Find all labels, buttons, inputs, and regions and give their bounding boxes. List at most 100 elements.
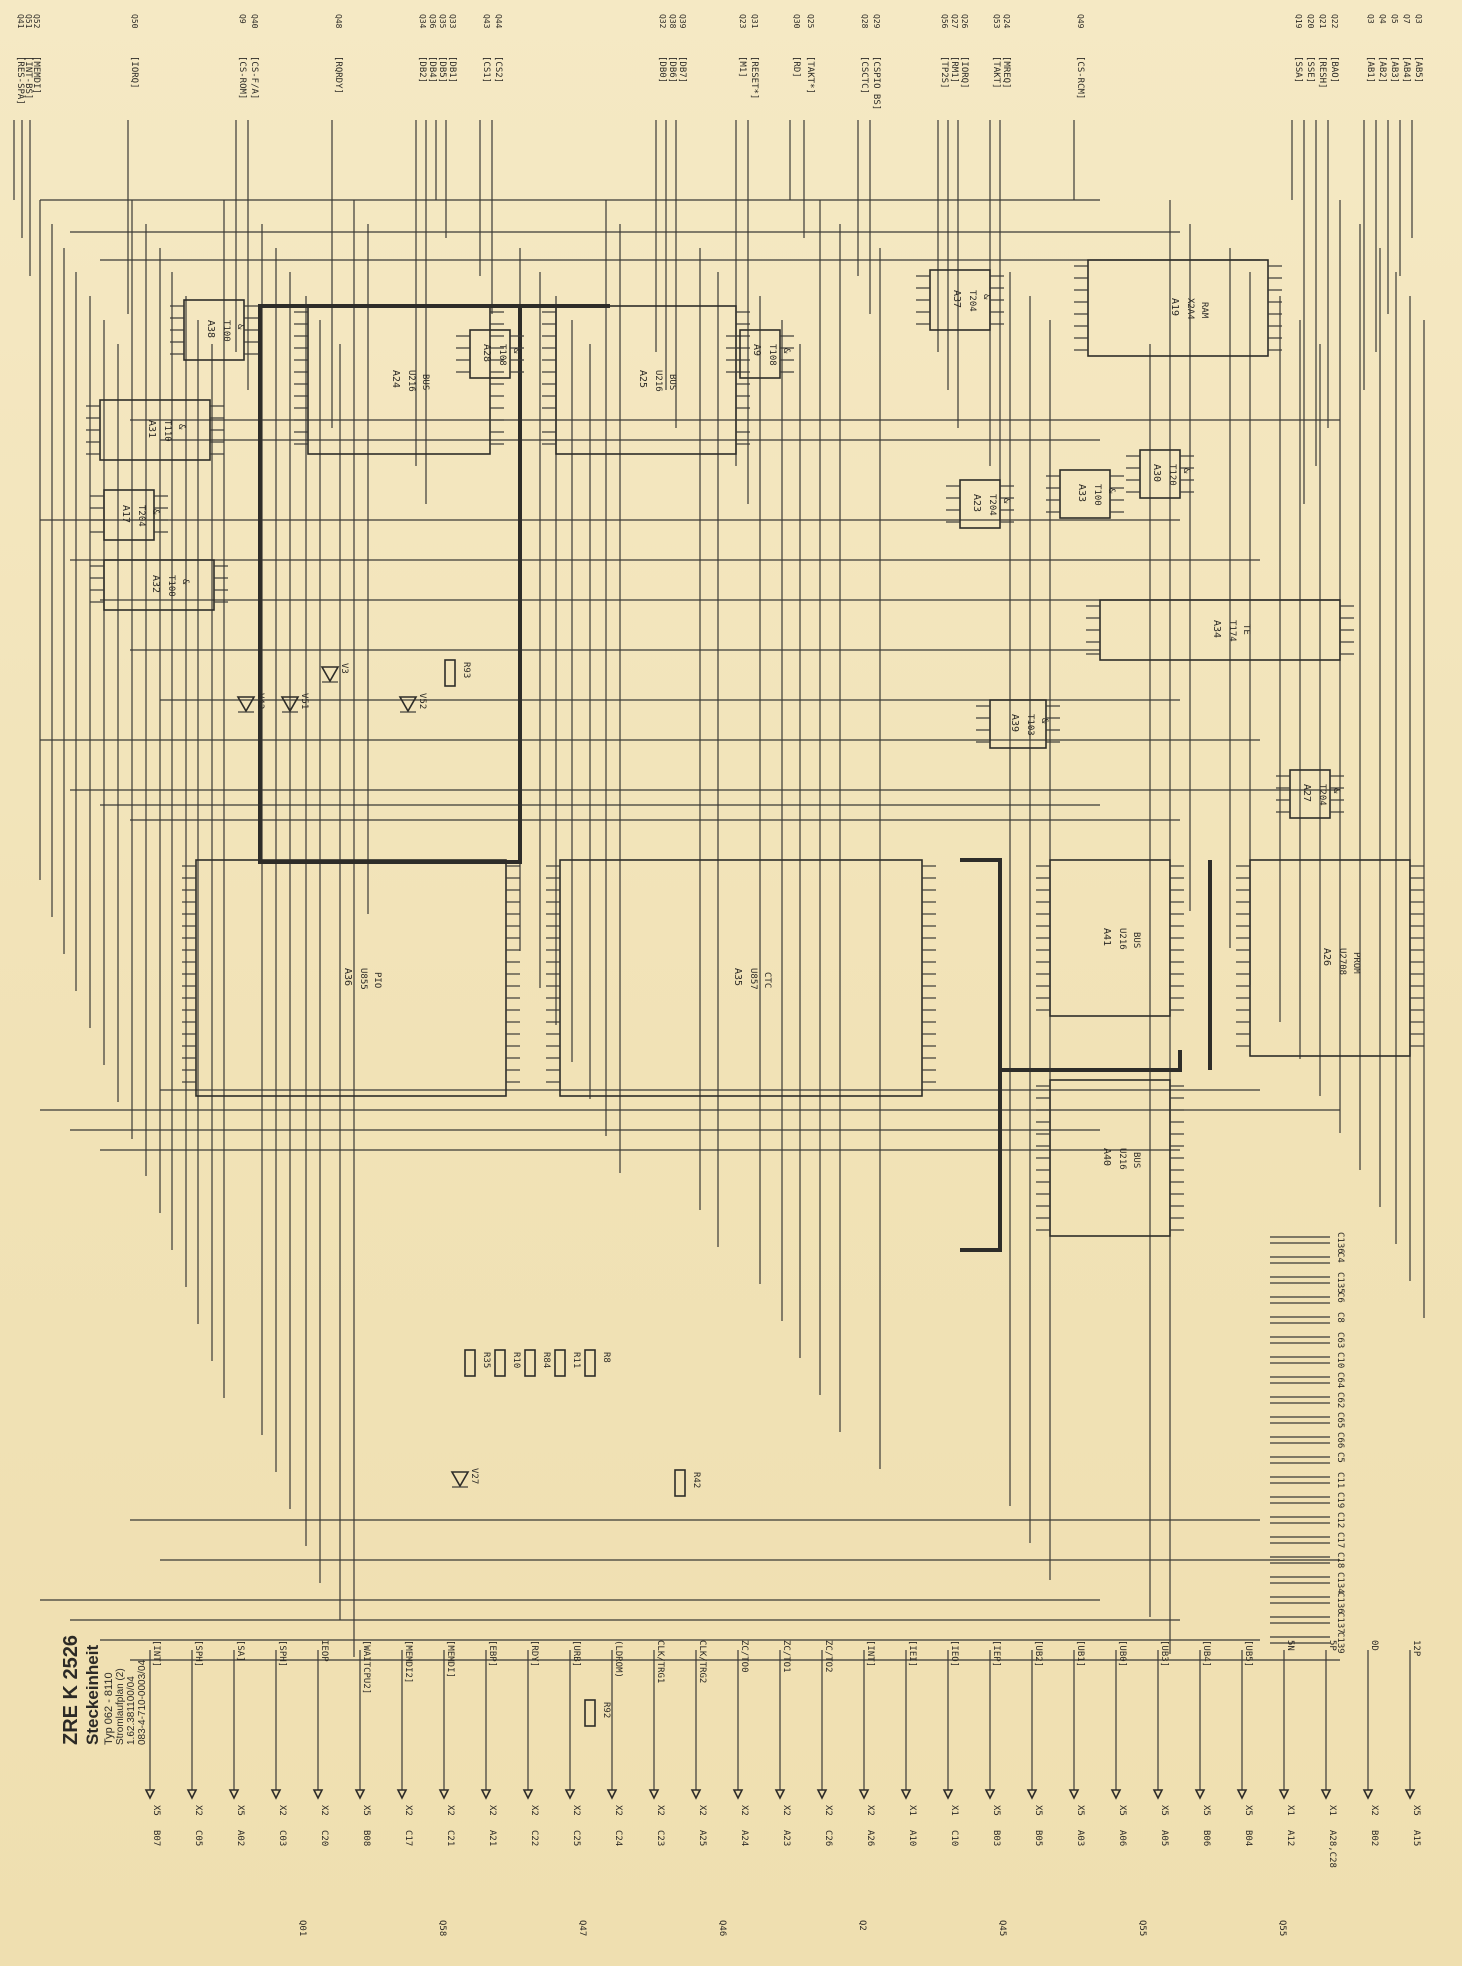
connector-row-label: B03 — [991, 1830, 1001, 1846]
bottom-row-ref: Q2 — [857, 1920, 867, 1931]
resistor-label: R84 — [541, 1352, 551, 1368]
ic-part-label: T204 — [967, 290, 977, 312]
connector-row-label: A12 — [1285, 1830, 1295, 1846]
doc-type: Typ 062 - 8110 — [103, 1672, 115, 1745]
capacitor-label: C6 — [1335, 1292, 1345, 1303]
top-row-ref: Q31 — [750, 14, 759, 29]
diode-label: V42 — [255, 693, 265, 709]
connector-net-label: [URB] — [571, 1640, 581, 1667]
ic-ref-label: A39 — [1009, 714, 1020, 732]
connector-arrow — [942, 1789, 954, 1800]
ic-a19 — [1087, 259, 1269, 357]
connector-net-label: [SPH] — [277, 1640, 287, 1667]
connector-row-label: B08 — [361, 1830, 371, 1846]
ic-ref-label: A36 — [342, 968, 353, 986]
connector-net-label: [SA] — [235, 1640, 245, 1662]
diode-label: V52 — [417, 693, 427, 709]
ic-part-label: T120 — [1167, 464, 1177, 486]
top-signal-label: [AB1] — [1365, 56, 1375, 83]
connector-arrow — [648, 1789, 660, 1800]
connector-pin-label: X2 — [613, 1805, 623, 1816]
diode-symbol — [450, 1471, 470, 1488]
data-bus-right-lower — [960, 858, 1002, 1252]
top-signal-label: [CS2] — [493, 56, 503, 83]
diode-symbol — [280, 696, 300, 713]
capacitor-label: C66 — [1335, 1432, 1345, 1448]
diode-symbol — [236, 696, 256, 713]
connector-net-label: CLK/TRG2 — [697, 1640, 707, 1683]
connector-net-label: 12P — [1411, 1640, 1421, 1657]
ic-part-label: U855 — [358, 968, 368, 990]
connector-arrow — [1362, 1789, 1374, 1800]
connector-arrow — [1320, 1789, 1332, 1800]
bottom-row-ref: Q47 — [577, 1920, 587, 1936]
capacitor-label: C134 — [1335, 1572, 1345, 1594]
top-signal-label: [RD] — [791, 56, 801, 78]
top-row-ref: Q36 — [428, 14, 437, 29]
connector-arrow — [1278, 1789, 1290, 1800]
connector-arrow — [1194, 1789, 1206, 1800]
top-row-ref: Q19 — [1294, 14, 1303, 29]
ic-ref-label: A26 — [1321, 948, 1332, 966]
top-signal-label: [DB1] — [447, 56, 457, 83]
top-row-ref: Q4 — [1378, 14, 1387, 24]
top-signal-label: [MREQ] — [1001, 56, 1011, 89]
connector-arrow — [732, 1789, 744, 1800]
capacitor-label: C139 — [1335, 1632, 1345, 1654]
connector-pin-label: X2 — [781, 1805, 791, 1816]
connector-pin-label: X2 — [571, 1805, 581, 1816]
connector-pin-label: X1 — [907, 1805, 917, 1816]
top-row-ref: Q28 — [860, 14, 869, 29]
top-row-ref: Q51 — [24, 14, 33, 29]
ic-a26 — [1249, 859, 1411, 1057]
top-row-ref: Q52 — [32, 14, 41, 29]
top-signal-label: [RQRDY] — [333, 56, 343, 94]
connector-arrow — [1068, 1789, 1080, 1800]
bottom-row-ref: Q58 — [437, 1920, 447, 1936]
ic-a36 — [195, 859, 507, 1097]
top-signal-label: [DB4] — [427, 56, 437, 83]
connector-net-label: (LDROM) — [613, 1640, 623, 1678]
ic-type-label: & — [981, 294, 991, 300]
connector-pin-label: X2 — [865, 1805, 875, 1816]
ic-a30 — [1139, 449, 1181, 499]
connector-net-label: [UB3] — [1159, 1640, 1169, 1667]
capacitor-label: C10 — [1335, 1352, 1345, 1368]
capacitor-label: C65 — [1335, 1412, 1345, 1428]
ic-ref-label: A40 — [1101, 1148, 1112, 1166]
resistor-label: R35 — [481, 1352, 491, 1368]
connector-pin-label: X2 — [319, 1805, 329, 1816]
top-signal-label: [RESH] — [1317, 56, 1327, 89]
top-row-ref: Q53 — [992, 14, 1001, 29]
doc-ref-1: 1.62.381100/04 — [126, 1676, 137, 1745]
connector-row-label: C05 — [193, 1830, 203, 1846]
connector-row-label: A26 — [865, 1830, 875, 1846]
ic-part-label: U216 — [653, 370, 663, 392]
connector-arrow — [522, 1789, 534, 1800]
connector-net-label: [MEMDI2] — [403, 1640, 413, 1683]
top-signal-label: [CSPIO BS] — [871, 56, 881, 110]
ic-part-label: T204 — [136, 505, 146, 527]
top-row-ref: Q5 — [1390, 14, 1399, 24]
ic-type-label: & — [176, 424, 186, 430]
connector-row-label: C21 — [445, 1830, 455, 1846]
diode-symbol — [398, 696, 418, 713]
diode-symbol — [320, 666, 340, 683]
connector-row-label: C23 — [655, 1830, 665, 1846]
connector-arrow — [816, 1789, 828, 1800]
connector-pin-label: X5 — [151, 1805, 161, 1816]
resistor — [584, 1349, 596, 1377]
connector-net-label: [RDY] — [529, 1640, 539, 1667]
ic-ref-label: A24 — [390, 370, 401, 388]
top-signal-label: [AB4] — [1401, 56, 1411, 83]
ic-part-label: U216 — [406, 370, 416, 392]
ic-a28 — [469, 329, 511, 379]
top-row-ref: Q38 — [668, 14, 677, 29]
connector-pin-label: X2 — [823, 1805, 833, 1816]
top-signal-label: [CS1] — [481, 56, 491, 83]
top-signal-label: [IORQ] — [959, 56, 969, 89]
top-signal-label: [MEMDI] — [31, 56, 41, 94]
ic-part-label: T204 — [1317, 784, 1327, 806]
bottom-row-ref: Q55 — [1137, 1920, 1147, 1936]
